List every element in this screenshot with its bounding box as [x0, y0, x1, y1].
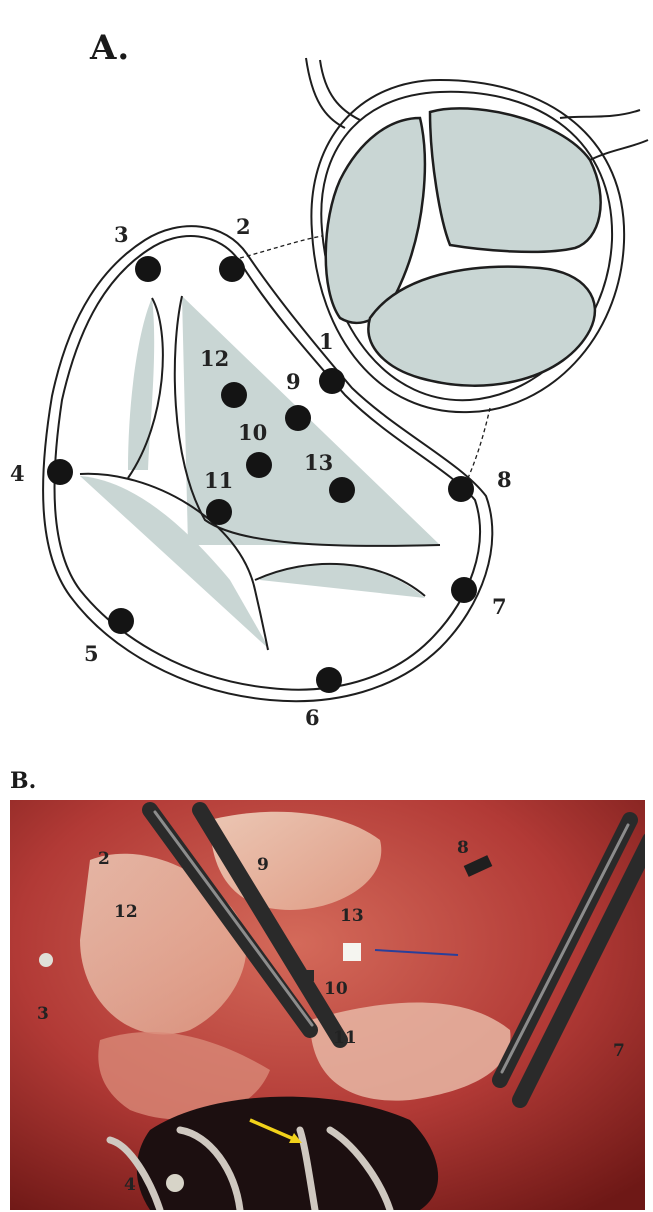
panel-b-label: B.: [10, 768, 36, 794]
marker-12: [221, 382, 247, 408]
marker-2: [219, 256, 245, 282]
marker-1: [319, 368, 345, 394]
photo-label-2: 2: [98, 849, 110, 869]
label-12: 12: [200, 346, 229, 371]
photo-label-4: 4: [124, 1175, 136, 1195]
photo-label-11: 11: [333, 1028, 357, 1048]
photo-label-13: 13: [340, 906, 364, 926]
left-gray-sliver: [128, 298, 154, 470]
valve-diagram: 1 2 3 4 5 6 7 8 9 10 11 12 13: [0, 0, 653, 740]
photo-label-7: 7: [613, 1041, 625, 1061]
label-6: 6: [305, 705, 320, 730]
photo-label-9: 9: [257, 855, 269, 875]
marker-3: [135, 256, 161, 282]
marker-13: [329, 477, 355, 503]
marker-10-photo: [298, 970, 314, 981]
marker-3-photo: [39, 953, 53, 967]
marker-11: [206, 499, 232, 525]
photo-label-8: 8: [457, 838, 469, 858]
marker-4-photo: [166, 1174, 184, 1192]
marker-10: [246, 452, 272, 478]
photo-label-10: 10: [324, 979, 348, 999]
marker-7: [451, 577, 477, 603]
leaflet-noncoronary: [430, 108, 601, 252]
marker-4: [47, 459, 73, 485]
aortic-leaflets: [326, 108, 601, 385]
photo-label-12: 12: [114, 902, 138, 922]
label-8: 8: [497, 467, 512, 492]
label-10: 10: [238, 420, 267, 445]
label-4: 4: [10, 461, 25, 486]
label-5: 5: [84, 641, 99, 666]
marker-13-photo: [343, 943, 361, 961]
photo-label-3: 3: [37, 1004, 49, 1024]
surgical-photo: 2 3 4 7 8 9 10 11 12 13: [10, 800, 645, 1210]
marker-6: [316, 667, 342, 693]
label-3: 3: [114, 222, 129, 247]
marker-5: [108, 608, 134, 634]
label-7: 7: [492, 594, 507, 619]
label-1: 1: [319, 329, 334, 354]
label-11: 11: [204, 468, 233, 493]
label-9: 9: [286, 369, 301, 394]
marker-8: [448, 476, 474, 502]
label-2: 2: [236, 214, 251, 239]
label-13: 13: [304, 450, 333, 475]
marker-9: [285, 405, 311, 431]
leaflet-right-coronary: [368, 267, 595, 386]
